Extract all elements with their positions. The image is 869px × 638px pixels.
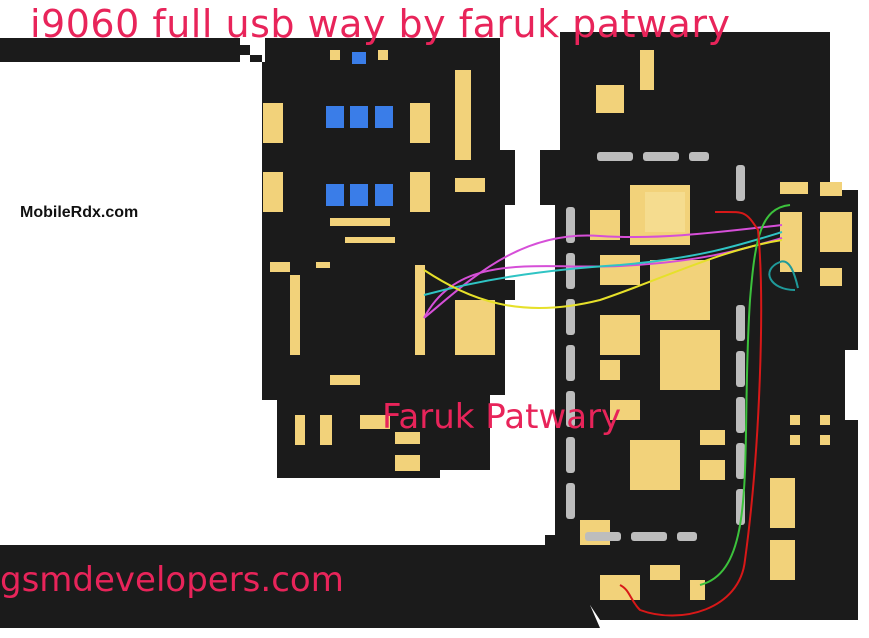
wire-red — [619, 210, 763, 617]
right-board — [540, 32, 858, 620]
page-title: i9060 full usb way by faruk patwary — [30, 2, 731, 46]
blue-pads — [326, 52, 393, 206]
wire-yellow — [423, 239, 783, 310]
usb-wires — [423, 204, 799, 617]
wire-cyan — [423, 231, 783, 296]
bottom-site-label: gsmdevelopers.com — [0, 560, 344, 600]
bottom-board — [0, 545, 600, 628]
wire-magenta — [423, 224, 783, 319]
wire-green — [699, 204, 791, 586]
left-board — [0, 38, 515, 478]
gray-rails — [566, 152, 745, 541]
left-pads — [263, 50, 495, 471]
author-label: Faruk Patwary — [382, 397, 622, 437]
wire-teal-loop — [768, 260, 799, 291]
site-label: MobileRdx.com — [20, 204, 139, 221]
